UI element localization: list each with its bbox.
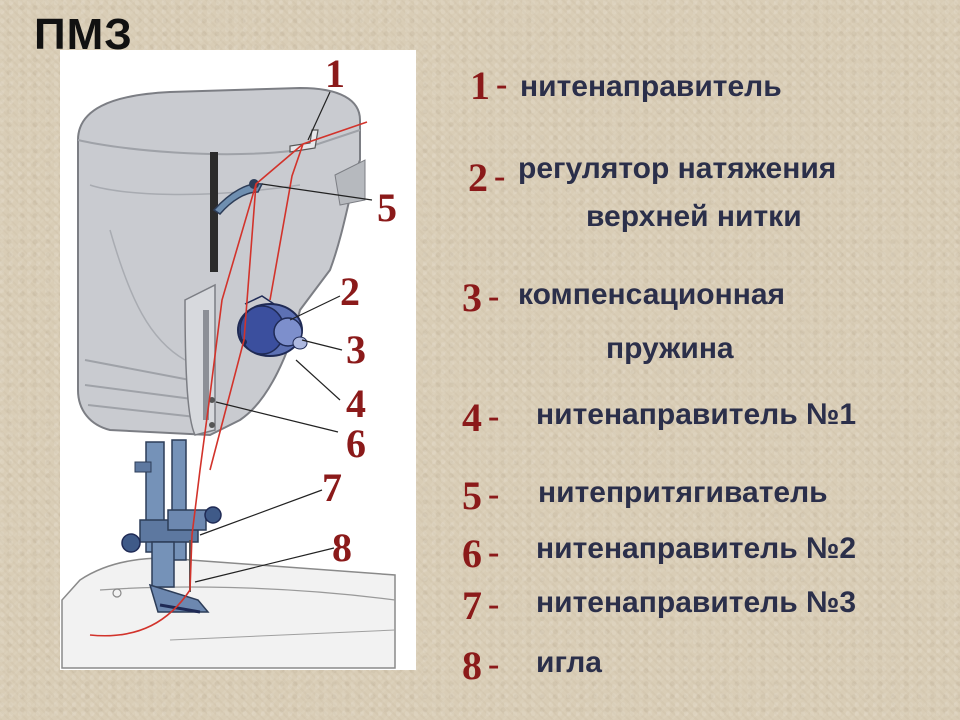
legend-number-6: 6 [462,531,482,576]
legend-text-8: игла [536,646,602,679]
legend-text-2a: регулятор натяжения [518,152,837,185]
legend-number-1: 1 [470,63,490,108]
callout-7: 7 [322,465,342,510]
legend-number-8: 8 [462,643,482,688]
legend-dash-2: - [494,158,506,195]
legend-dash-8: - [488,646,500,683]
needle-assembly [121,439,222,614]
thread-path [89,121,368,637]
legend-dash-3: - [488,278,500,315]
legend-text-3a: компенсационная [518,278,786,311]
callout-2: 2 [340,269,360,314]
callout-8: 8 [332,525,352,570]
legend-text-7: нитенаправитель №3 [536,586,857,619]
legend-number-2: 2 [468,155,488,200]
callout-4: 4 [346,381,366,426]
legend-text-1: нитенаправитель [520,70,782,103]
callout-1: 1 [325,51,345,96]
legend-text-3b: пружина [606,332,734,365]
tension-regulator [237,295,308,357]
legend-number-5: 5 [462,473,482,518]
callout-3: 3 [346,327,366,372]
legend-dash-5: - [488,476,500,513]
legend-text-5: нитепритягиватель [538,476,828,509]
legend-dash-7: - [488,586,500,623]
needle-plate [61,557,396,669]
callout-5: 5 [377,185,397,230]
legend-number-4: 4 [462,395,482,440]
legend-number-7: 7 [462,583,482,628]
legend-text-4: нитенаправитель №1 [536,398,857,431]
machine-head [77,86,366,437]
legend-dash-1: - [496,66,508,103]
leader-lines [194,91,373,583]
legend-dash-6: - [488,534,500,571]
legend-dash-4: - [488,398,500,435]
legend-text-2b: верхней нитки [586,200,802,233]
legend-number-3: 3 [462,275,482,320]
callout-6: 6 [346,421,366,466]
legend-text-6: нитенаправитель №2 [536,532,857,565]
